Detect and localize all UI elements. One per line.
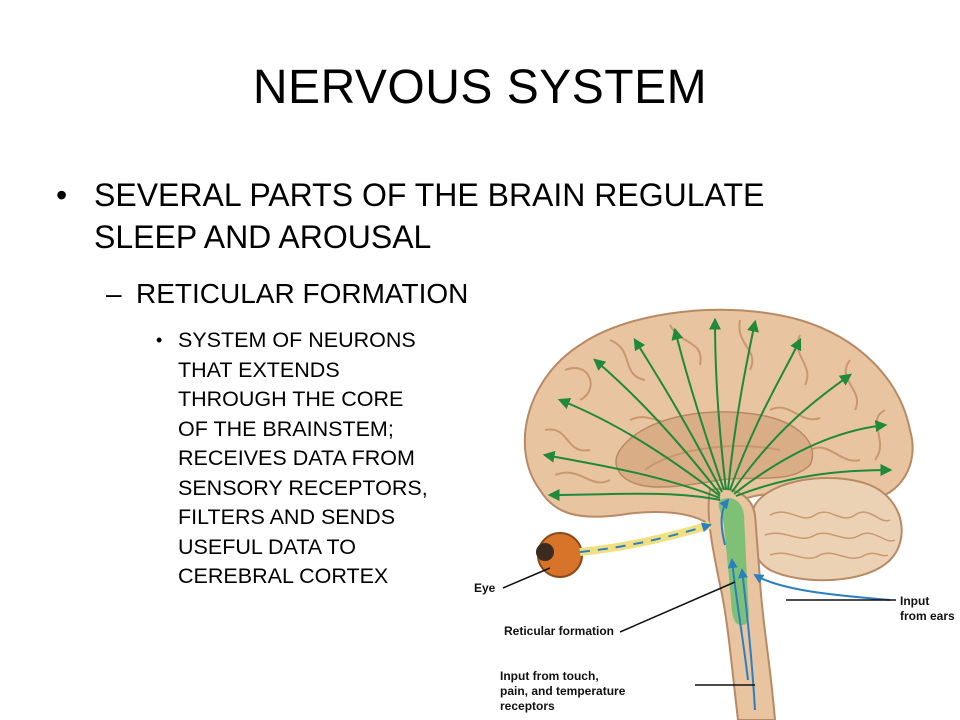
leader-lines	[502, 567, 896, 686]
label-reticular-formation: Reticular formation	[504, 624, 614, 638]
bullet-level1-line: SLEEP AND AROUSAL	[94, 219, 432, 255]
label-input-touch: Input from touch,	[500, 669, 599, 683]
bullet-level3-line: FILTERS AND SENDS	[178, 505, 396, 529]
bullet-level3-line: CEREBRAL CORTEX	[178, 564, 389, 588]
bullet-level3-line: RECEIVES DATA FROM	[178, 446, 415, 470]
label-input-ears-2: from ears	[900, 609, 955, 623]
bullet-level3-line: OF THE BRAINSTEM;	[178, 416, 394, 441]
label-input-touch-3: receptors	[500, 699, 555, 713]
slide-title: NERVOUS SYSTEM	[252, 61, 708, 114]
sensory-pathways	[719, 498, 891, 711]
label-input-ears: Input	[900, 594, 929, 608]
bullet-level3-line: SENSORY RECEPTORS,	[178, 475, 428, 500]
cortex-projection-arrows	[542, 317, 893, 501]
bullet-level3-line: THROUGH THE CORE	[178, 387, 404, 411]
bullet-dot: •	[56, 177, 68, 213]
bullet-level1-text: SEVERAL PARTS OF THE BRAIN REGULATE SLEE…	[94, 174, 884, 258]
bullet-level3-line: USEFUL DATA TO	[178, 534, 357, 559]
label-input-touch-2: pain, and temperature	[500, 684, 626, 698]
optic-nerve	[579, 521, 712, 556]
brain-diagram: Eye Reticular formation Input from ears …	[474, 308, 955, 720]
bullet-level3-line: THAT EXTENDS	[178, 357, 340, 382]
label-eye: Eye	[474, 581, 496, 595]
cerebellum	[747, 476, 903, 582]
inner-brain	[615, 411, 814, 488]
bullet-dash: –	[106, 278, 122, 309]
bullet-level2-text: RETICULAR FORMATION	[136, 278, 469, 309]
bullet-level3-text: SYSTEM OF NEURONS THAT EXTENDS THROUGH T…	[178, 326, 478, 592]
bullet-level1-line: SEVERAL PARTS OF THE BRAIN REGULATE	[94, 177, 765, 213]
bullet-level3-line: SYSTEM OF NEURONS	[178, 328, 416, 352]
bullet-dot: •	[156, 330, 163, 350]
cerebellum-folds	[764, 511, 896, 559]
